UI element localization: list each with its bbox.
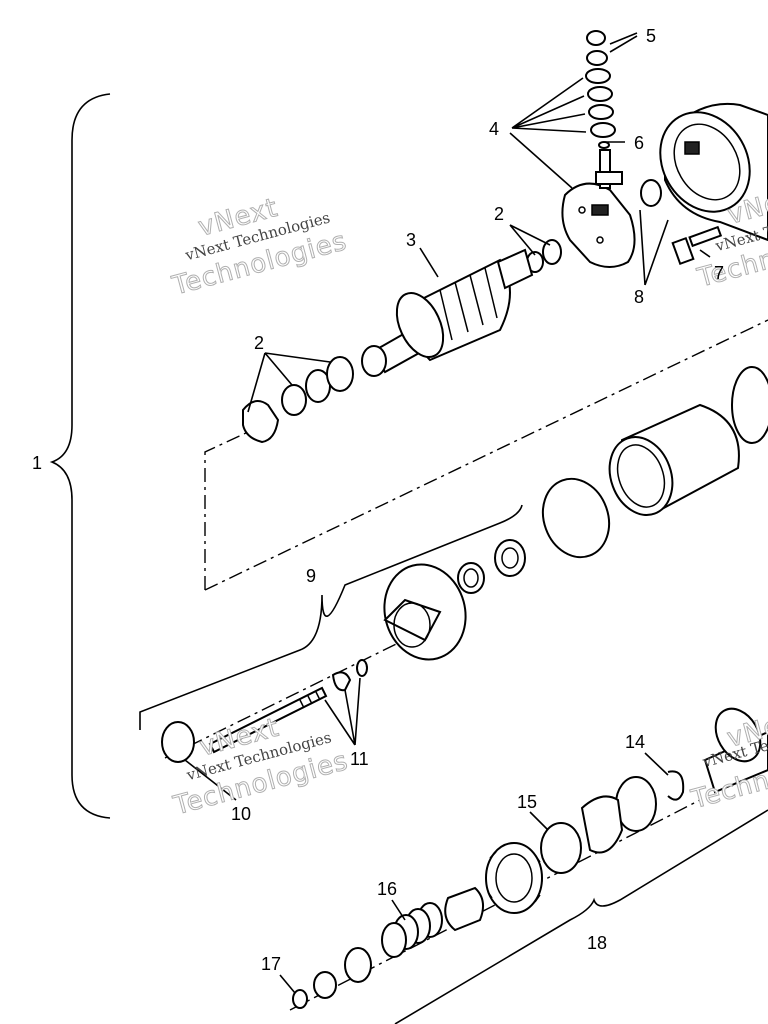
callout-3: 3	[406, 230, 416, 250]
assembly-bracket-1	[49, 93, 111, 819]
mounting-bolt	[671, 225, 723, 266]
leader-lines	[184, 32, 711, 994]
field-frame-housing	[608, 403, 740, 516]
o-ring	[161, 721, 195, 763]
callout-16: 16	[377, 879, 397, 899]
callout-14: 14	[625, 732, 645, 752]
spacer-sleeve	[444, 886, 485, 932]
brush-holder-plate	[561, 182, 636, 268]
frame-o-ring	[541, 477, 611, 559]
callout-6: 6	[634, 133, 644, 153]
callout-5: 5	[646, 26, 656, 46]
watermark: vNext vNext Technologies Technologies	[687, 703, 768, 815]
pinion-gear	[485, 842, 543, 914]
retainer-ring	[540, 822, 582, 874]
spring-washer	[313, 971, 337, 999]
spring-cup	[344, 947, 372, 983]
callout-17: 17	[261, 954, 281, 974]
callout-7: 7	[714, 263, 724, 283]
assembly-bracket-18	[394, 809, 768, 1024]
frame-o-ring-right	[731, 366, 768, 444]
callout-18: 18	[587, 933, 607, 953]
bushing	[640, 179, 662, 207]
callout-9: 9	[306, 566, 316, 586]
drive-end-bearings	[457, 539, 526, 594]
overrunning-clutch	[703, 707, 768, 794]
callout-15: 15	[517, 792, 537, 812]
stop-collar	[580, 776, 657, 854]
callout-1: 1	[32, 453, 42, 473]
watermark: vNext vNext Technologies Technologies	[168, 192, 351, 302]
callout-11: 11	[350, 749, 369, 769]
armature-washers-upper	[526, 239, 562, 273]
drive-end-housing	[383, 563, 467, 661]
snap-ring	[667, 770, 685, 801]
callout-2: 2	[254, 333, 264, 353]
callout-10: 10	[231, 804, 251, 824]
through-bolt	[208, 659, 368, 754]
assembly-bracket-9	[139, 504, 523, 730]
armature	[361, 248, 534, 377]
anti-drift-spring	[381, 902, 443, 958]
armature-washers-lower	[242, 356, 354, 444]
terminal-washer-stack	[585, 30, 623, 189]
rear-end-housing	[659, 102, 768, 242]
lock-ring	[292, 989, 308, 1009]
callout-4: 4	[489, 119, 499, 139]
axis-line-upper	[204, 319, 768, 591]
callout-8: 8	[634, 287, 644, 307]
callout-2: 2	[494, 204, 504, 224]
axis-line-lower	[289, 799, 701, 1011]
